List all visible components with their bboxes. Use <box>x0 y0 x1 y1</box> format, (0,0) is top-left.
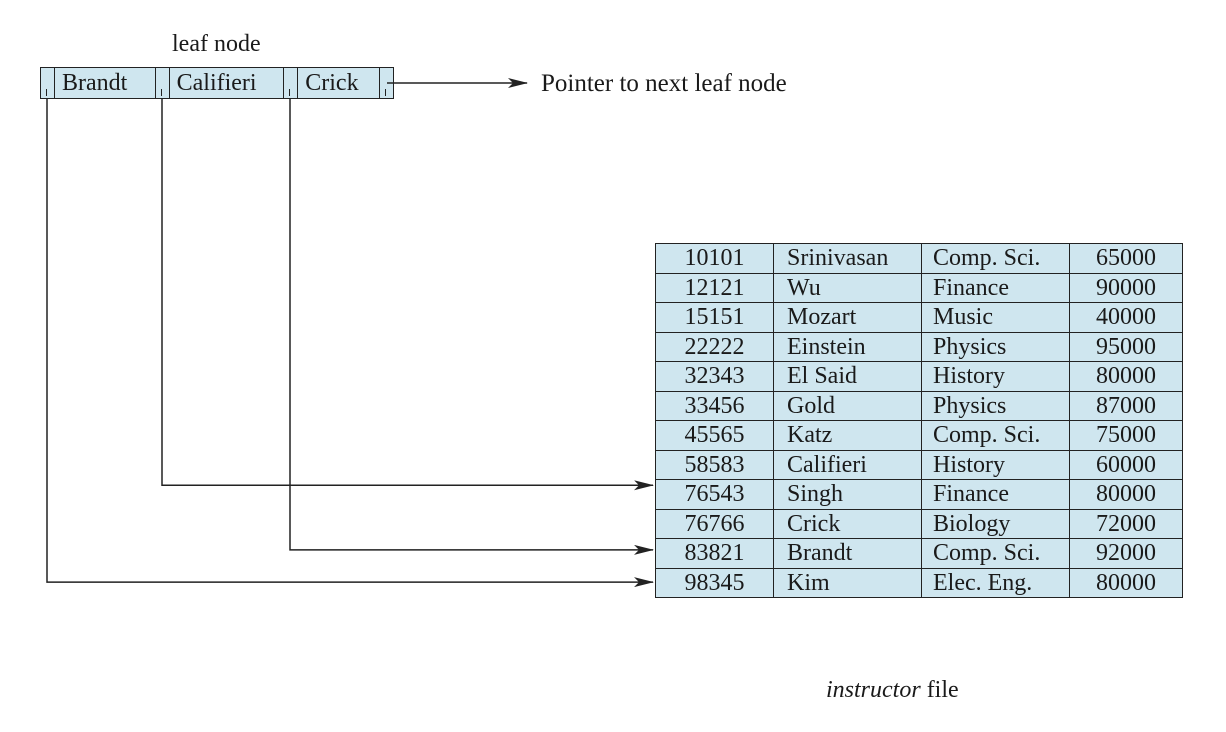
cell-salary: 80000 <box>1069 479 1183 510</box>
leaf-node: Brandt Califieri Crick <box>40 67 394 99</box>
record-pointer-arrow-crick <box>289 98 654 555</box>
cell-dept: Finance <box>921 479 1070 510</box>
file-suffix: file <box>920 677 959 703</box>
leaf-key-califieri: Califieri <box>170 68 285 98</box>
leaf-key-crick: Crick <box>298 68 381 98</box>
next-leaf-pointer-slot <box>380 68 393 98</box>
cell-id: 98345 <box>655 567 774 598</box>
cell-dept: History <box>921 449 1070 480</box>
cell-dept: Comp. Sci. <box>921 538 1070 569</box>
leaf-key-brandt: Brandt <box>55 68 156 98</box>
record-pointer-arrow-brandt <box>46 98 654 588</box>
leaf-node-label: leaf node <box>172 31 261 57</box>
cell-name: El Said <box>773 361 922 392</box>
cell-id: 12121 <box>655 272 774 303</box>
cell-salary: 95000 <box>1069 331 1183 362</box>
cell-salary: 80000 <box>1069 567 1183 598</box>
cell-salary: 72000 <box>1069 508 1183 539</box>
cell-dept: Elec. Eng. <box>921 567 1070 598</box>
record-pointer-arrow-califieri <box>161 98 654 491</box>
cell-id: 58583 <box>655 449 774 480</box>
cell-name: Katz <box>773 420 922 451</box>
cell-id: 83821 <box>655 538 774 569</box>
cell-id: 15151 <box>655 302 774 333</box>
cell-id: 33456 <box>655 390 774 421</box>
cell-name: Einstein <box>773 331 922 362</box>
cell-salary: 65000 <box>1069 243 1183 274</box>
cell-dept: Music <box>921 302 1070 333</box>
file-name: instructor <box>826 677 921 703</box>
record-pointer-slot-crick <box>284 68 299 98</box>
cell-name: Srinivasan <box>773 243 922 274</box>
cell-salary: 80000 <box>1069 361 1183 392</box>
instructor-file-caption: instructor file <box>826 676 959 704</box>
cell-dept: Comp. Sci. <box>921 420 1070 451</box>
record-pointer-slot-califieri <box>156 68 170 98</box>
record-pointer-slot-brandt <box>41 68 55 98</box>
cell-id: 76543 <box>655 479 774 510</box>
cell-dept: History <box>921 361 1070 392</box>
cell-salary: 90000 <box>1069 272 1183 303</box>
cell-salary: 92000 <box>1069 538 1183 569</box>
cell-name: Califieri <box>773 449 922 480</box>
next-leaf-pointer-label: Pointer to next leaf node <box>541 70 787 97</box>
cell-id: 76766 <box>655 508 774 539</box>
cell-name: Mozart <box>773 302 922 333</box>
cell-dept: Finance <box>921 272 1070 303</box>
cell-name: Gold <box>773 390 922 421</box>
cell-salary: 40000 <box>1069 302 1183 333</box>
cell-id: 10101 <box>655 243 774 274</box>
cell-name: Kim <box>773 567 922 598</box>
cell-id: 22222 <box>655 331 774 362</box>
